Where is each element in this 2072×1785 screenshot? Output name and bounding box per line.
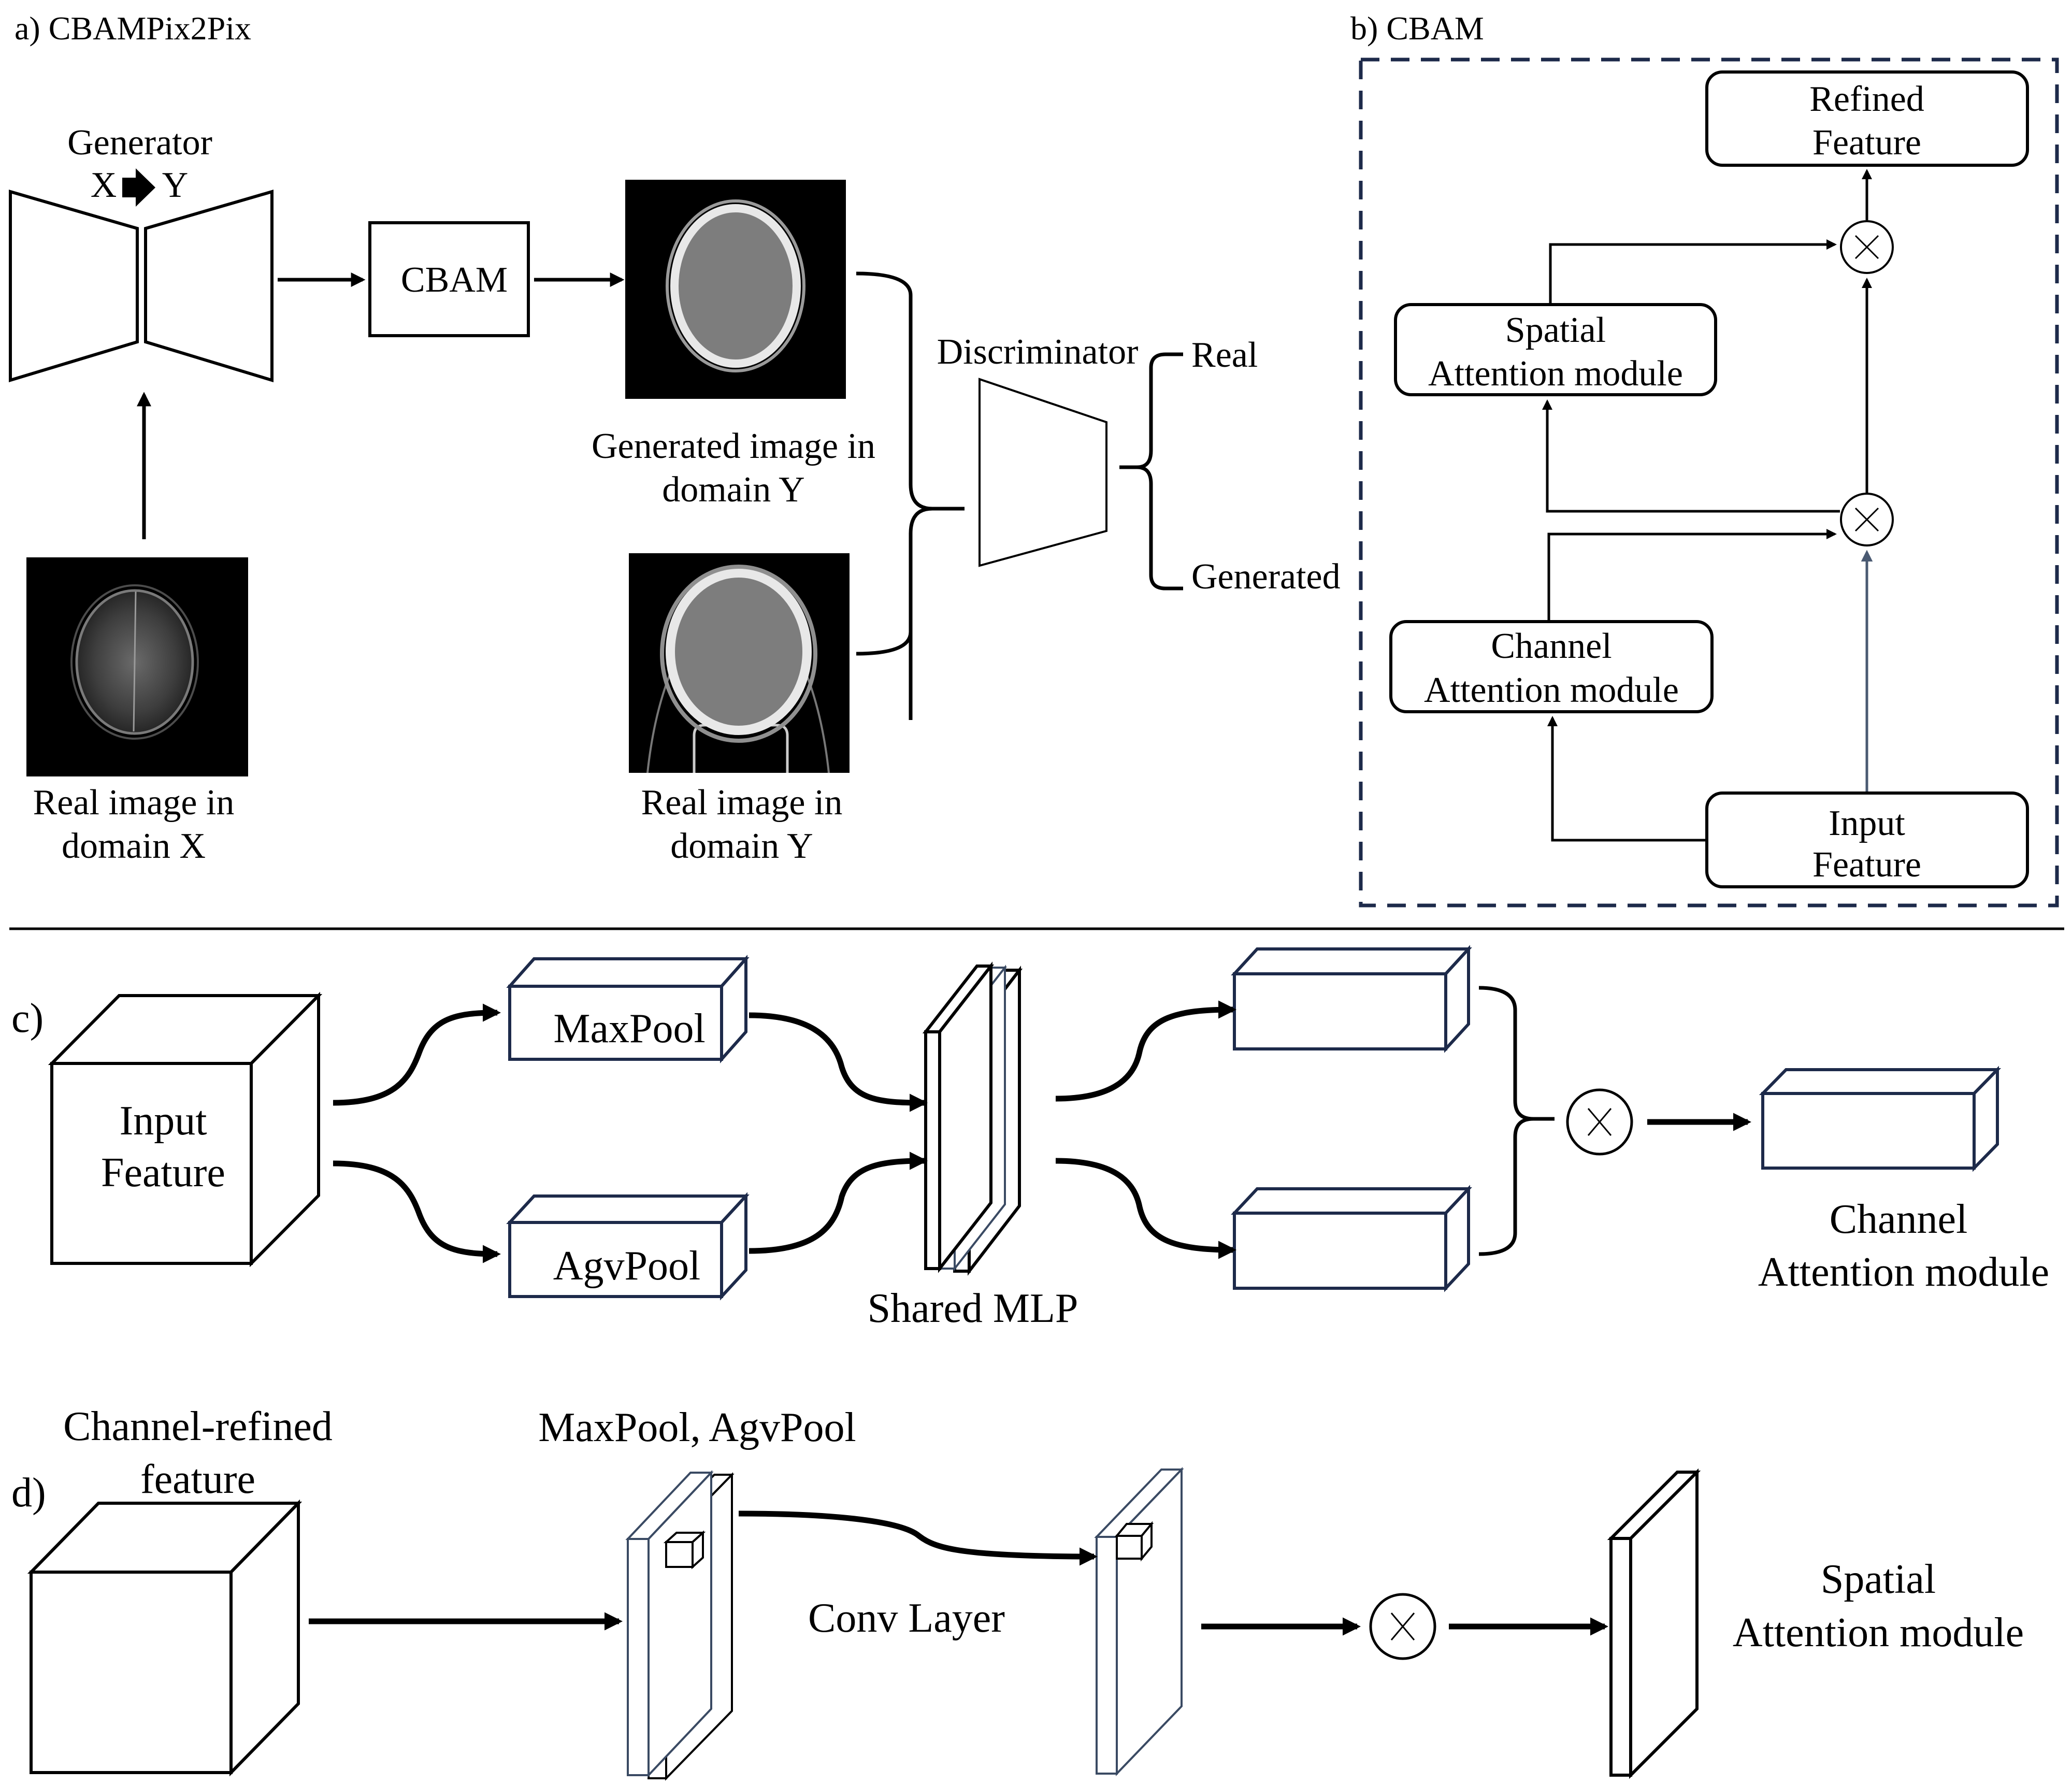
spatial-attention-output-plate	[1607, 1468, 1701, 1779]
maxpool-box	[506, 955, 750, 1063]
cbam-box-label: CBAM	[401, 260, 508, 300]
discriminator	[979, 378, 1107, 567]
generated-image	[625, 180, 846, 399]
agvpool-box	[506, 1192, 750, 1301]
mlp-output-bottom-box	[1231, 1185, 1472, 1292]
panel-c: c) Input Feature MaxPool AgvPool Shared …	[11, 945, 2049, 1331]
arrow-channel-to-multiply	[1547, 529, 1837, 622]
pool-kernel-cube	[663, 1530, 706, 1570]
channel-refined-label-line2: feature	[140, 1457, 255, 1502]
input-feature-line2: Feature	[101, 1150, 225, 1196]
panel-c-boxes	[48, 945, 2002, 1301]
conv-layer-label: Conv Layer	[808, 1595, 1005, 1641]
arrow-mlp-to-top-box	[1055, 1000, 1237, 1102]
panel-b: b) CBAM Refined Feature Spatial Attentio…	[1350, 10, 2059, 908]
arrow-mlp-to-bottom-box	[1055, 1158, 1237, 1259]
pool-label: MaxPool, AgvPool	[538, 1405, 856, 1450]
discriminator-label: Discriminator	[937, 332, 1139, 372]
conv-kernel-cube	[1114, 1521, 1154, 1562]
channel-refined-label-line1: Channel-refined	[63, 1404, 333, 1449]
generator: Generator X Y	[9, 123, 274, 383]
maxpool-label: MaxPool	[553, 1006, 705, 1052]
real-x-caption-line1: Real image in	[33, 783, 235, 823]
generator-from-domain: X	[91, 165, 117, 205]
arrow-agvpool-to-mlp	[749, 1151, 928, 1254]
arrow-multiply-to-spatial	[1542, 399, 1840, 513]
channel-refined-cube	[27, 1499, 303, 1777]
arrow-pool-to-conv	[738, 1510, 1098, 1566]
output-brace-lower	[1136, 465, 1183, 591]
input-feature-cube	[48, 991, 323, 1268]
shared-mlp-label: Shared MLP	[868, 1286, 1078, 1331]
spatial-attention-output-line2: Attention module	[1733, 1610, 2024, 1656]
multiply-icon	[1854, 235, 1879, 260]
refined-feature-box	[1705, 70, 2029, 167]
multiply-icon	[1390, 1613, 1415, 1640]
refined-feature-line1: Refined	[1809, 79, 1924, 119]
channel-attention-box	[1389, 620, 1714, 713]
arrow-spatial-to-multiply	[1549, 239, 1837, 305]
panel-b-title: b) CBAM	[1350, 10, 1484, 47]
pool-plate-max	[625, 1470, 714, 1778]
channel-attention-line1: Channel	[1491, 626, 1611, 666]
real-x-caption-line2: domain X	[62, 826, 206, 866]
input-brace-lower	[856, 534, 913, 656]
panel-a: a) CBAMPix2Pix Generator X Y CBAM Genera…	[9, 10, 1341, 866]
channel-attention-output-line2: Attention module	[1758, 1249, 2049, 1295]
input-feature-line1: Input	[1829, 803, 1905, 843]
arrow-maxpool-to-mlp	[749, 1012, 928, 1112]
generated-image-caption-line1: Generated image in	[592, 426, 875, 466]
channel-attention-output-box	[1759, 1066, 2002, 1172]
real-y-image	[629, 553, 850, 773]
mlp-layer-1	[922, 961, 995, 1273]
panel-d-boxes	[27, 1467, 1701, 1781]
channel-attention-line2: Attention module	[1424, 670, 1679, 710]
spatial-attention-output-line1: Spatial	[1821, 1557, 1936, 1602]
mlp-output-top-box	[1231, 945, 1472, 1053]
real-y-caption-line2: domain Y	[670, 826, 813, 866]
panel-a-title: a) CBAMPix2Pix	[15, 10, 251, 47]
panel-d: d) Channel-refined feature MaxPool, AgvP…	[11, 1404, 2024, 1781]
input-brace	[856, 271, 965, 720]
generator-to-domain: Y	[162, 165, 189, 205]
real-x-image	[26, 557, 248, 776]
output-real-label: Real	[1191, 335, 1258, 375]
agvpool-label: AgvPool	[553, 1243, 701, 1289]
multiply-icon	[1854, 507, 1879, 532]
spatial-attention-line2: Attention module	[1428, 354, 1683, 394]
spatial-attention-line1: Spatial	[1505, 310, 1606, 350]
arrow-input-to-agvpool	[333, 1160, 501, 1263]
input-feature-box	[1705, 791, 2029, 888]
panel-c-title: c)	[11, 996, 44, 1041]
output-generated-label: Generated	[1191, 557, 1341, 597]
merge-brace	[1478, 986, 1555, 1256]
generator-decoder	[144, 190, 274, 383]
multiply-icon	[1587, 1108, 1612, 1136]
arrow-input-to-maxpool	[333, 1003, 501, 1106]
input-feature-line2: Feature	[1812, 845, 1921, 885]
conv-output-plate	[1094, 1467, 1184, 1776]
input-feature-line1: Input	[120, 1098, 207, 1144]
generator-label: Generator	[67, 123, 212, 163]
cbam-box	[368, 221, 530, 337]
cbam-dashed-container	[1359, 57, 2059, 908]
generated-image-caption-line2: domain Y	[662, 470, 804, 510]
channel-attention-output-line1: Channel	[1830, 1197, 1968, 1242]
real-y-caption-line1: Real image in	[641, 783, 843, 823]
refined-feature-line2: Feature	[1812, 123, 1921, 163]
spatial-attention-box	[1394, 303, 1717, 396]
arrow-input-to-channel	[1547, 716, 1707, 842]
panel-d-title: d)	[11, 1470, 46, 1516]
right-arrow-icon	[122, 168, 155, 207]
generator-encoder	[9, 190, 139, 383]
